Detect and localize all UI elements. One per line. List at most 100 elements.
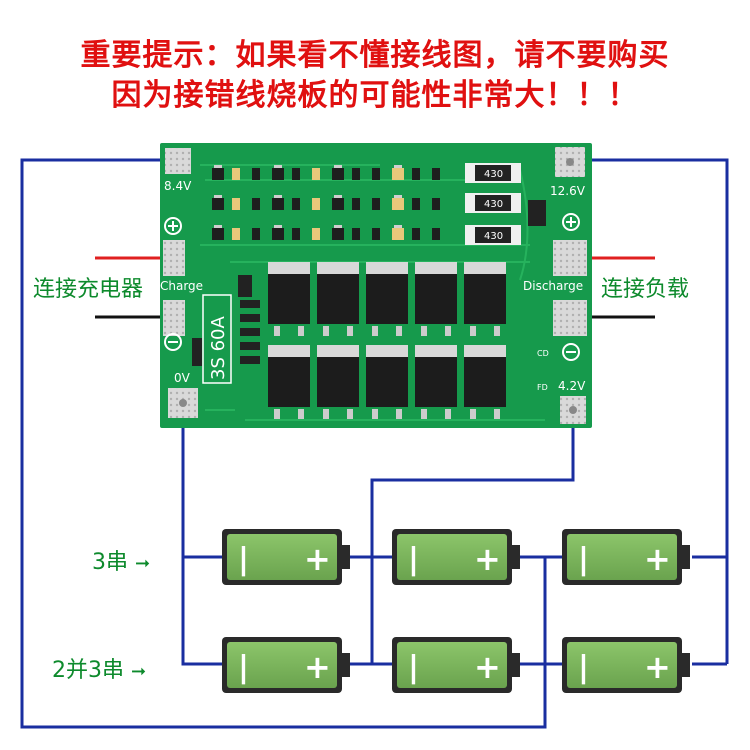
smd-part [252, 168, 260, 180]
mosfet [268, 345, 310, 419]
battery-plus: + [474, 648, 501, 686]
battery-plus: + [644, 648, 671, 686]
row-2-label: 2并3串 ➞ [52, 652, 146, 684]
battery-plus: + [474, 540, 501, 578]
mosfet [464, 345, 506, 419]
battery-cell: |+ [562, 637, 690, 693]
mosfet [415, 345, 457, 419]
battery-cell: |+ [222, 637, 350, 693]
smd-part [212, 228, 224, 240]
smd-part [212, 198, 224, 210]
plus-symbol-left [164, 217, 182, 235]
model-label: 3S 60A [202, 294, 232, 384]
battery-minus: | [408, 542, 419, 577]
wire-4v2 [370, 410, 575, 557]
battery-minus: | [408, 650, 419, 685]
mosfet [415, 262, 457, 336]
battery-cell: |+ [392, 637, 520, 693]
warning-line-2: 因为接错线烧板的可能性非常大！！！ [111, 78, 639, 113]
pad-discharge-minus [553, 300, 587, 336]
smd-part [372, 198, 380, 210]
warning-line-1: 重要提示：如果看不懂接线图，请不要购买 [80, 38, 670, 73]
resistor-1: 430 [465, 163, 521, 183]
smd-part [252, 228, 260, 240]
battery-plus: + [644, 540, 671, 578]
label-12v6: 12.6V [550, 184, 586, 198]
mosfet-array [268, 262, 506, 419]
smd-part [352, 228, 360, 240]
minus-symbol-right [562, 343, 580, 361]
battery-cell: |+ [392, 529, 520, 585]
smd-part [232, 198, 240, 210]
label-4v2: 4.2V [558, 379, 586, 393]
smd-part [352, 198, 360, 210]
resistor-3: 430 [465, 225, 521, 245]
row-1-text: 3串 [92, 550, 128, 575]
smd-part [412, 168, 420, 180]
load-label: 连接负载 [601, 277, 690, 302]
smd-part [312, 198, 320, 210]
smd-part [272, 168, 284, 180]
smd-part [392, 198, 404, 210]
svg-text:430: 430 [484, 231, 503, 242]
smd-part [292, 198, 300, 210]
smd-part [332, 168, 344, 180]
smd-part [392, 228, 404, 240]
pad-charge-minus [163, 300, 185, 336]
battery-minus: | [578, 650, 589, 685]
svg-text:430: 430 [484, 199, 503, 210]
smd-part [412, 228, 420, 240]
label-fd: FD [537, 383, 548, 392]
mosfet [464, 262, 506, 336]
smd-part [232, 228, 240, 240]
smd-part [252, 198, 260, 210]
battery-minus: | [578, 542, 589, 577]
smd-part [332, 228, 344, 240]
resistor-2: 430 [465, 193, 521, 213]
smd-part [272, 198, 284, 210]
mosfet [268, 262, 310, 336]
bms-board: 8.4V 12.6V Charge Discharge 0V 4.2V CD F… [160, 143, 592, 428]
label-8v4: 8.4V [164, 179, 192, 193]
smd-part [432, 168, 440, 180]
smd-part [432, 198, 440, 210]
svg-text:3S 60A: 3S 60A [208, 315, 229, 380]
label-charge: Charge [160, 279, 203, 293]
pad-charge-plus [163, 240, 185, 276]
svg-text:430: 430 [484, 169, 503, 180]
arrow-right-icon: ➞ [135, 553, 151, 574]
row-1-label: 3串 ➞ [92, 544, 150, 576]
wire-12v6 [570, 158, 729, 559]
battery-cell: |+ [222, 529, 350, 585]
plus-symbol-right [562, 213, 580, 231]
row-2-text: 2并3串 [52, 658, 124, 683]
pad-discharge-plus [553, 240, 587, 276]
smd-part [292, 228, 300, 240]
mosfet [366, 262, 408, 336]
smd-part [392, 168, 404, 180]
battery-plus: + [304, 540, 331, 578]
smd-part [332, 198, 344, 210]
smd-part [272, 228, 284, 240]
label-cd: CD [537, 349, 549, 358]
label-discharge: Discharge [523, 279, 583, 293]
wires [20, 158, 729, 729]
smd-part [352, 168, 360, 180]
smd-part [312, 228, 320, 240]
pad-8v4 [165, 148, 191, 174]
minus-symbol-left [164, 333, 182, 351]
battery-array: |+|+|+|+|+|+ [222, 529, 690, 693]
smd-part [372, 168, 380, 180]
battery-plus: + [304, 648, 331, 686]
battery-cell: |+ [562, 529, 690, 585]
smd-part [232, 168, 240, 180]
mosfet [317, 345, 359, 419]
charger-label: 连接充电器 [33, 277, 144, 302]
mosfet [366, 345, 408, 419]
battery-minus: | [238, 650, 249, 685]
smd-part [212, 168, 224, 180]
smd-part [292, 168, 300, 180]
smd-part [372, 228, 380, 240]
arrow-right-icon: ➞ [131, 661, 147, 682]
